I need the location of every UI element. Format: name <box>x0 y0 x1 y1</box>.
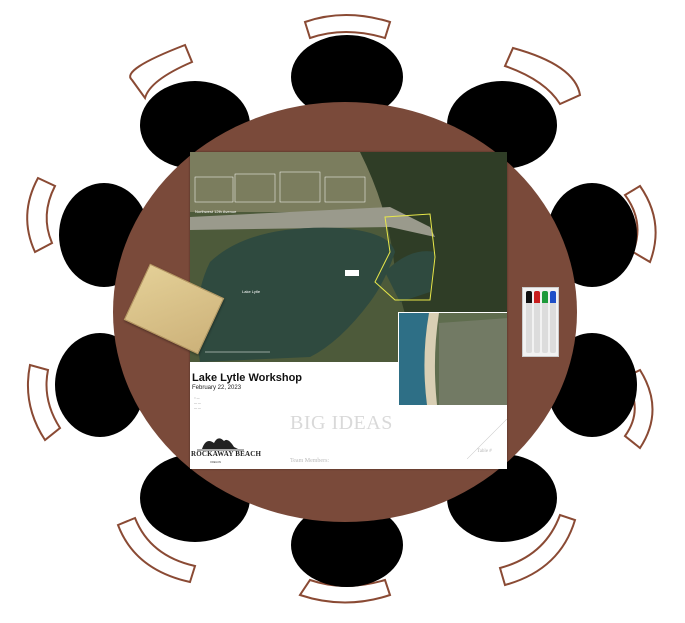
chair-back <box>303 14 392 40</box>
chair-back <box>498 513 577 587</box>
chair-back <box>623 184 657 264</box>
marker-set <box>522 287 559 357</box>
corner-line <box>467 419 507 459</box>
legend-item: — — <box>194 406 201 410</box>
big-ideas-heading: BIG IDEAS <box>290 412 393 434</box>
chair-back <box>503 46 582 106</box>
legend-item: — — <box>194 401 201 405</box>
chair-back <box>298 578 392 604</box>
lake-label: Lake Lytle <box>242 289 261 294</box>
chair-back <box>116 516 197 584</box>
logo-subtitle: OREGON <box>210 461 222 464</box>
sheet-title: Lake Lytle Workshop <box>192 372 303 384</box>
blue-marker[interactable] <box>550 291 556 353</box>
road-label: Northwest 12th Avenue <box>195 209 237 214</box>
logo-wordmark: ROCKAWAY BEACH <box>191 450 262 458</box>
sheet-date: February 22, 2023 <box>192 385 242 391</box>
chair <box>291 503 403 587</box>
chair <box>291 35 403 119</box>
map-legend: ○ — — — — — <box>194 396 254 411</box>
aerial-map <box>190 152 507 362</box>
chair-back <box>129 43 194 101</box>
chair-back <box>26 176 57 254</box>
team-members-label: Team Members: <box>290 458 330 464</box>
table-number-label: Table # <box>477 449 492 454</box>
red-marker[interactable] <box>534 291 540 353</box>
green-marker[interactable] <box>542 291 548 353</box>
chairs <box>55 35 637 587</box>
rockaway-beach-logo-icon <box>197 438 244 451</box>
chair-backs <box>26 14 657 604</box>
legend-item: ○ — <box>194 396 200 400</box>
locator-inset-map <box>398 312 507 406</box>
black-marker[interactable] <box>526 291 532 353</box>
chair-back <box>26 363 62 442</box>
workshop-map-sheet: Northwest 12th Avenue Lake Lytle Lake Ly… <box>190 152 507 469</box>
